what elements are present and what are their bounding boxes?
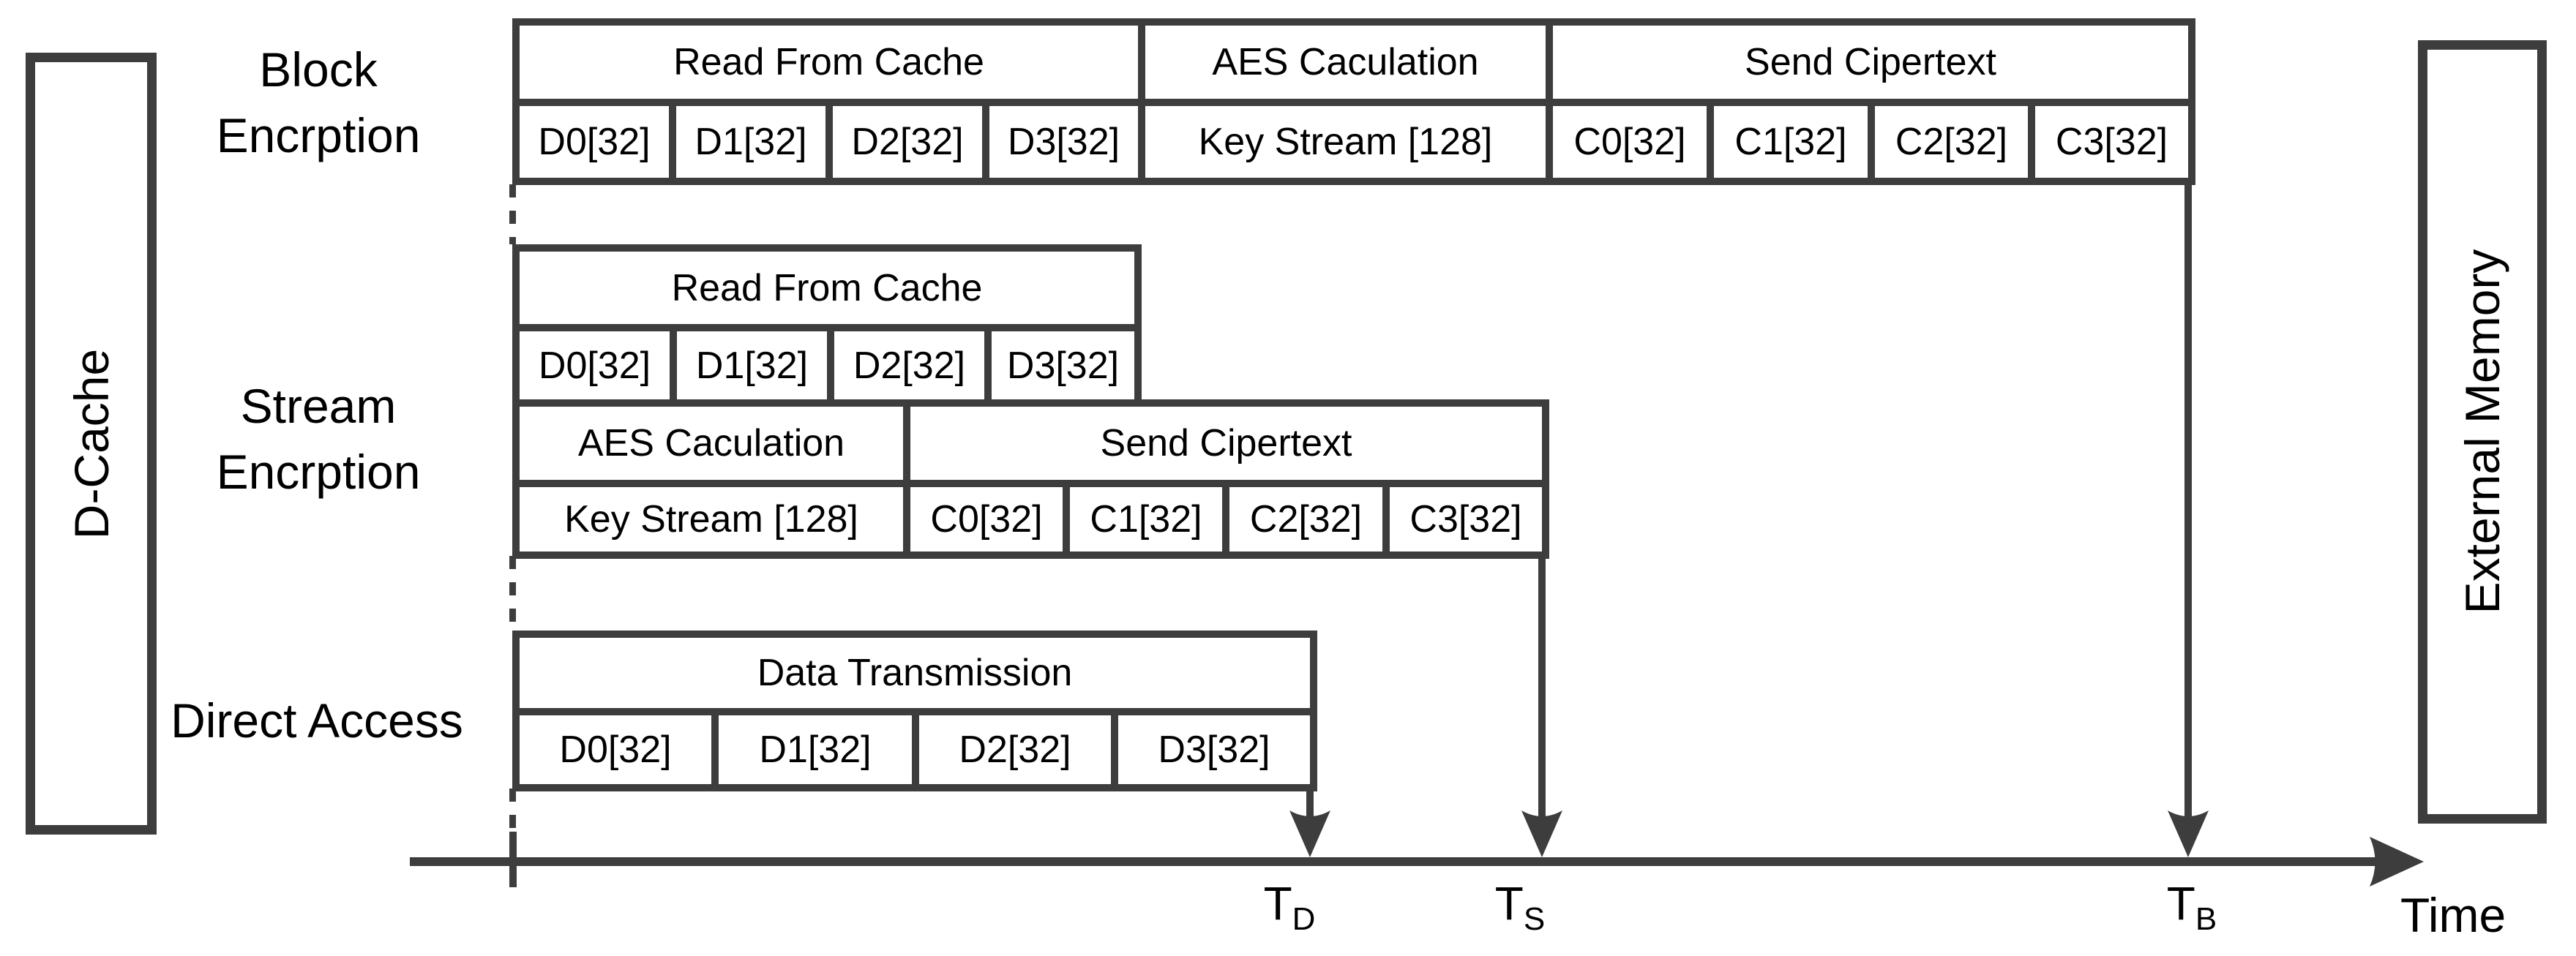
ts-marker-label: TS [1461,876,1579,938]
stream-label-line1: Stream [240,379,397,433]
stream-phase-aes: AES Caculation [512,399,910,487]
block-phase-read: Read From Cache [512,18,1145,106]
direct-cell-d0: D0[32] [512,708,719,791]
ts-subscript: S [1523,901,1546,937]
time-zero-dashed-line [509,184,516,244]
block-label-line1: Block [259,42,378,97]
tb-marker-label: TB [2133,876,2250,938]
block-cell-c3: C3[32] [2028,99,2195,185]
ts-base: T [1494,877,1524,930]
td-arrow-stem [1306,784,1314,821]
time-axis-line [410,857,2378,866]
time-zero-dashed-line [509,556,516,631]
d-cache-box [26,53,157,835]
stream-label-line2: Encrption [216,445,421,499]
block-cell-d2: D2[32] [825,99,989,185]
stream-cell-c1: C1[32] [1063,480,1229,559]
block-cell-keystream: Key Stream [128] [1138,99,1553,185]
external-memory-label: External Memory [2455,249,2509,614]
td-arrowhead-icon [1289,810,1330,857]
block-encryption-label: Block Encrption [176,37,461,168]
td-base: T [1263,877,1292,930]
stream-cell-keystream: Key Stream [128] [512,480,910,559]
tb-base: T [2166,877,2195,930]
block-cell-c2: C2[32] [1868,99,2035,185]
ts-arrowhead-icon [1521,810,1562,857]
direct-access-label: Direct Access [171,693,463,748]
tb-subscript: B [2195,901,2217,937]
stream-cell-c0: C0[32] [903,480,1070,559]
d-cache-label: D-Cache [64,348,119,540]
stream-cell-c2: C2[32] [1222,480,1390,559]
td-subscript: D [1292,901,1316,937]
block-cell-d1: D1[32] [669,99,833,185]
stream-cell-d2: D2[32] [827,324,992,407]
stream-cell-c3: C3[32] [1382,480,1549,559]
external-memory-box [2418,40,2547,824]
block-phase-send: Send Cipertext [1546,18,2195,106]
time-zero-dashed-line [509,788,516,832]
stream-cell-d0: D0[32] [512,324,677,407]
block-cell-c1: C1[32] [1707,99,1875,185]
stream-phase-read: Read From Cache [512,244,1142,331]
td-marker-label: TD [1231,876,1348,938]
direct-cell-d2: D2[32] [912,708,1118,791]
time-axis-label: Time [2400,888,2506,942]
block-label-line2: Encrption [216,108,421,162]
stream-encryption-label: Stream Encrption [176,373,461,505]
block-cell-c0: C0[32] [1546,99,1714,185]
stream-phase-send: Send Cipertext [903,399,1549,487]
tb-arrowhead-icon [2168,810,2209,857]
stream-cell-d3: D3[32] [984,324,1142,407]
direct-phase-data: Data Transmission [512,631,1317,715]
block-cell-d3: D3[32] [982,99,1145,185]
block-cell-d0: D0[32] [512,99,676,185]
direct-cell-d3: D3[32] [1111,708,1317,791]
block-phase-aes: AES Caculation [1138,18,1553,106]
ts-arrow-stem [1538,552,1546,821]
tb-arrow-stem [2184,178,2192,821]
stream-cell-d1: D1[32] [670,324,834,407]
time-axis-arrowhead-icon [2370,837,2424,887]
direct-cell-d1: D1[32] [711,708,919,791]
